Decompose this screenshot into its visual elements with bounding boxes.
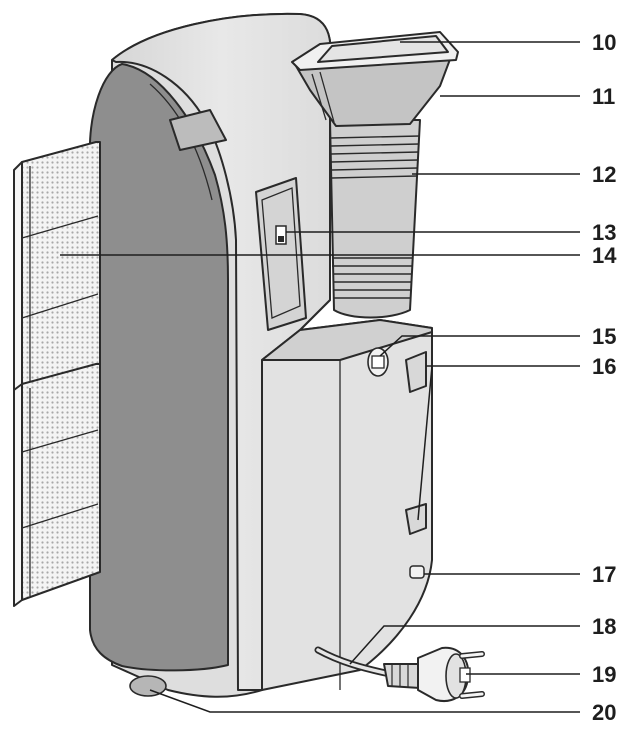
power-cord <box>314 646 421 689</box>
callout-14: 14 <box>592 243 617 268</box>
callout-labels: 10 11 12 13 14 15 16 17 18 19 20 <box>592 30 617 725</box>
castor-wheel <box>129 675 167 697</box>
leader-20 <box>149 689 580 713</box>
leader-lines <box>60 41 580 713</box>
callout-18: 18 <box>592 614 616 639</box>
leader-18 <box>349 625 580 665</box>
callout-17: 17 <box>592 562 616 587</box>
leader-15 <box>379 335 580 357</box>
callout-12: 12 <box>592 162 616 187</box>
callout-19: 19 <box>592 662 616 687</box>
air-filter-lower <box>13 363 101 607</box>
callout-10: 10 <box>592 30 616 55</box>
callout-11: 11 <box>592 84 615 109</box>
unit-body <box>88 12 332 698</box>
lower-housing <box>261 319 433 691</box>
callout-16: 16 <box>592 354 616 379</box>
callout-15: 15 <box>592 324 616 349</box>
air-filter-upper <box>13 141 101 405</box>
callout-20: 20 <box>592 700 616 725</box>
power-plug <box>417 646 485 702</box>
leader-16b <box>417 365 433 521</box>
callout-13: 13 <box>592 220 616 245</box>
